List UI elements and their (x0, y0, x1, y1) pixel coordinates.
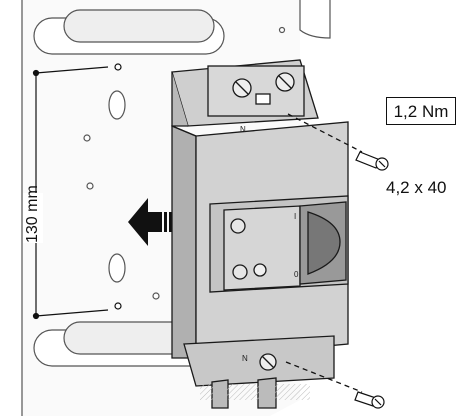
bottom-terminal-marking: N (242, 354, 248, 363)
screw-icon (354, 391, 385, 409)
test-button[interactable] (230, 218, 246, 234)
arrow-left-icon (128, 198, 172, 246)
switch-on-marking: I (294, 212, 297, 221)
oval-hole (108, 253, 126, 283)
bottom-terminal-block (183, 335, 335, 387)
small-hole (278, 26, 286, 34)
indicator-light (253, 263, 267, 277)
toggle-lever[interactable] (307, 211, 341, 275)
top-terminal-marking: N (240, 125, 246, 134)
oval-hole (108, 90, 126, 120)
circuit-breaker-device (171, 59, 349, 409)
small-hole (86, 182, 94, 190)
screw-guides (285, 113, 363, 393)
screw-size-label: 4,2 x 40 (386, 178, 447, 197)
mounting-distance-label: 130 mm (23, 185, 43, 243)
reset-button[interactable] (232, 264, 248, 280)
switch-off-marking: 0 (294, 270, 299, 279)
small-hole (152, 292, 160, 300)
dimension-line (32, 63, 122, 320)
small-hole (83, 134, 91, 142)
torque-label: 1,2 Nm (386, 97, 456, 125)
slot-top-inner (63, 9, 215, 43)
screw-icon (355, 151, 389, 171)
top-terminal-block (207, 65, 305, 117)
